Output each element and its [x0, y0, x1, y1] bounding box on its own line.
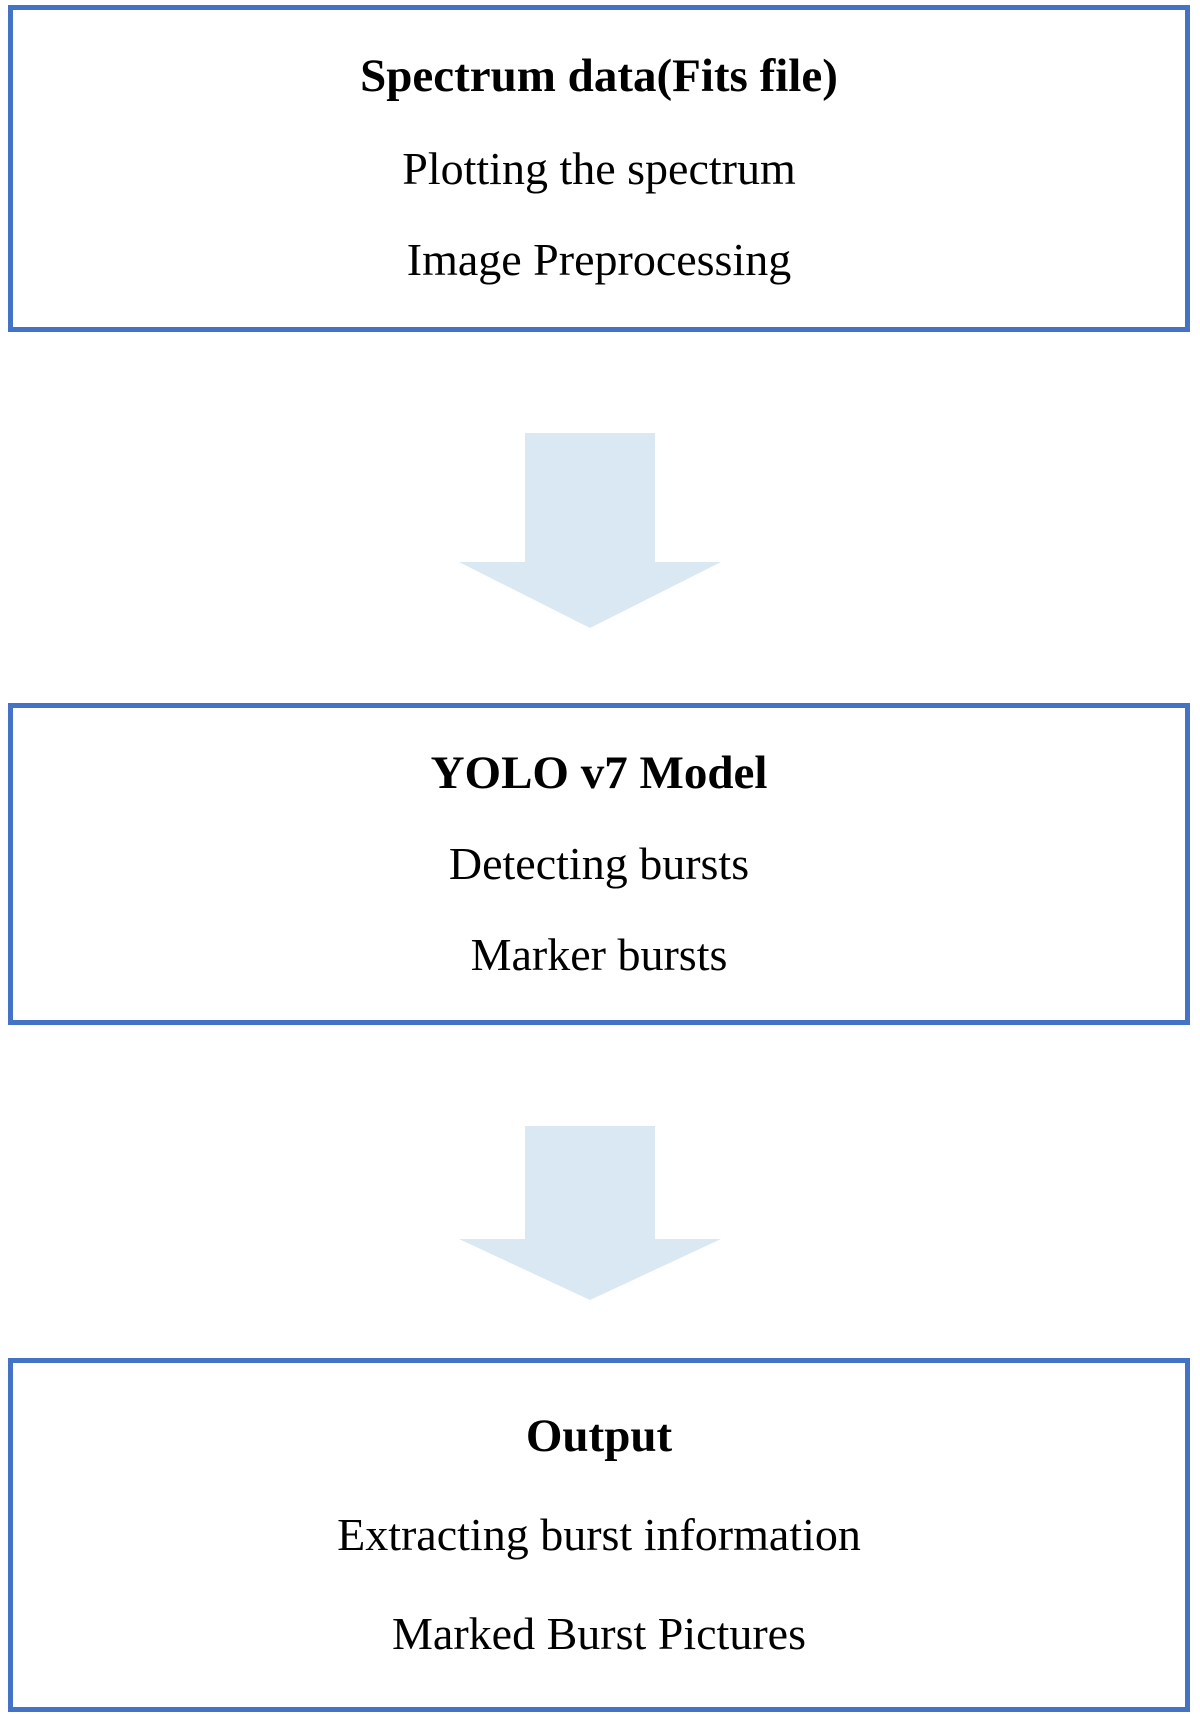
flow-box-spectrum-data: Spectrum data(Fits file) Plotting the sp… — [8, 5, 1190, 332]
flow-box-yolo-model: YOLO v7 Model Detecting bursts Marker bu… — [8, 703, 1190, 1025]
box-line-image-preprocessing: Image Preprocessing — [406, 234, 792, 286]
box-line-detecting-bursts: Detecting bursts — [448, 838, 750, 890]
box-line-marked-burst-pictures: Marked Burst Pictures — [392, 1607, 806, 1659]
box-title-yolo-model: YOLO v7 Model — [430, 746, 768, 799]
down-arrow-icon — [459, 1126, 721, 1300]
box-line-extracting-burst-information: Extracting burst information — [337, 1509, 861, 1561]
box-line-marker-bursts: Marker bursts — [470, 928, 728, 980]
box-title-output: Output — [525, 1409, 673, 1462]
box-title-spectrum-data: Spectrum data(Fits file) — [360, 50, 838, 103]
box-line-plotting-spectrum: Plotting the spectrum — [402, 142, 796, 194]
flow-box-output: Output Extracting burst information Mark… — [8, 1358, 1190, 1712]
down-arrow-icon — [459, 433, 721, 628]
